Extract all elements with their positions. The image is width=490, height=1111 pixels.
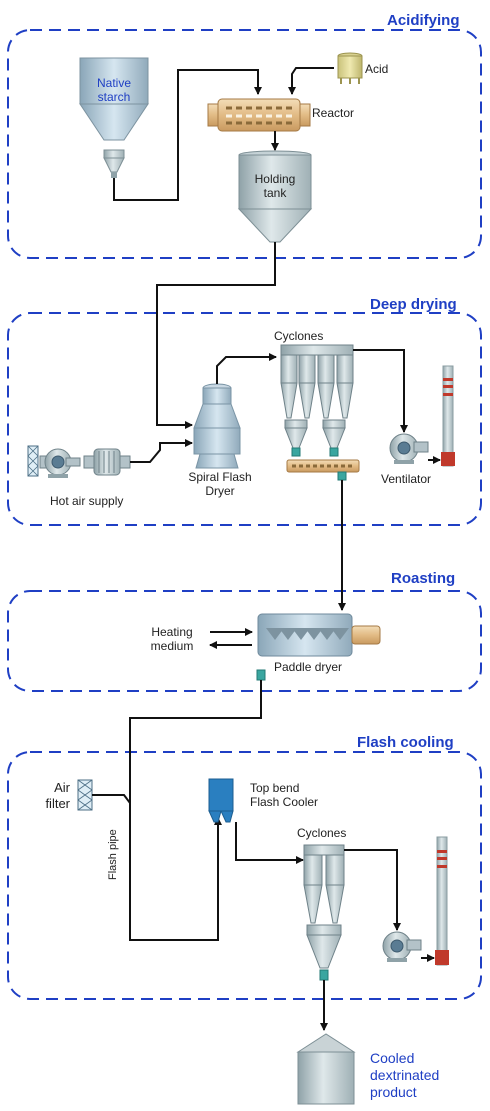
top-bend-flash-cooler xyxy=(208,778,234,823)
deep-drying-frame xyxy=(7,312,482,526)
holding-tank-label-line2: tank xyxy=(263,186,287,200)
heating-medium-label-line2: medium xyxy=(150,639,194,653)
pipe-cyclones-to-fan xyxy=(344,849,401,931)
native-starch-label-line2: starch xyxy=(97,90,131,104)
top-bend-flash-cooler-label-line1: Top bend xyxy=(250,781,300,795)
native-starch-silo xyxy=(79,57,149,178)
flash-pipe-label: Flash pipe xyxy=(107,829,119,880)
chimney-flash-cooling xyxy=(435,836,449,966)
heating-medium-label-line1: Heating xyxy=(151,625,193,639)
air-filter xyxy=(77,779,93,811)
pipe-cooler-to-cyclones xyxy=(235,822,304,864)
hot-air-heater xyxy=(83,448,131,476)
pipe-starch-to-reactor xyxy=(113,69,262,201)
paddle-dryer-label: Paddle dryer xyxy=(274,660,343,674)
reactor-label: Reactor xyxy=(312,106,355,120)
product-silo xyxy=(296,1033,356,1105)
exhaust-fan xyxy=(382,931,422,962)
acid-tank xyxy=(337,52,363,84)
chimney-deep-drying xyxy=(441,365,455,467)
cyclones-deep-drying xyxy=(280,344,354,457)
spiral-flash-dryer xyxy=(193,383,241,469)
native-starch-label-line1: Native xyxy=(96,76,131,90)
pipe-hot-air-to-dryer xyxy=(130,439,193,463)
ventilator-label: Ventilator xyxy=(381,472,432,486)
cyclones-label-flash-cooling: Cyclones xyxy=(297,826,347,840)
air-filter-label-line1: Air xyxy=(54,780,70,795)
cooled-product-label: Cooled dextrinated product xyxy=(370,1050,439,1101)
reactor xyxy=(207,98,311,132)
hot-air-blower xyxy=(39,448,81,478)
spiral-flash-dryer-label: Spiral Flash Dryer xyxy=(182,470,258,498)
holding-tank-label-line1: Holding xyxy=(254,172,296,186)
pipe-dryer-to-cyclones xyxy=(216,353,277,384)
pipe-holding-to-dryer xyxy=(156,242,276,429)
section-title-acidifying: Acidifying xyxy=(387,12,460,29)
section-title-flash-cooling: Flash cooling xyxy=(357,734,454,751)
screw-conveyor xyxy=(286,459,360,481)
roasting-frame xyxy=(7,590,482,692)
flash-cooling-frame xyxy=(7,751,482,1000)
spiral-flash-dryer-label-line2: Dryer xyxy=(205,484,235,498)
ventilator xyxy=(389,433,429,464)
air-filter-label: Air filter xyxy=(38,780,70,812)
acid-label: Acid xyxy=(365,62,389,76)
holding-tank-label: Holding tank xyxy=(248,172,302,200)
cyclones-flash-cooling xyxy=(303,844,345,981)
section-title-deep-drying: Deep drying xyxy=(370,296,457,313)
cooled-product-label-line2: dextrinated xyxy=(370,1067,440,1083)
native-starch-label: Native starch xyxy=(92,76,136,104)
holding-tank xyxy=(237,150,313,243)
paddle-dryer xyxy=(256,613,381,681)
pipe-air-filter xyxy=(92,794,131,812)
pipe-paddle-to-flash-pipe xyxy=(129,680,262,941)
heating-medium-label: Heating medium xyxy=(146,625,198,653)
cooled-product-label-line1: Cooled xyxy=(370,1050,415,1066)
top-bend-flash-cooler-label: Top bend Flash Cooler xyxy=(250,781,318,809)
acidifying-frame xyxy=(7,29,482,259)
pipe-cyclones-to-ventilator xyxy=(353,349,408,433)
hot-air-filter xyxy=(27,445,39,477)
air-filter-label-line2: filter xyxy=(45,796,70,811)
pipe-acid-to-reactor xyxy=(288,67,334,95)
hot-air-supply-label: Hot air supply xyxy=(50,494,124,508)
top-bend-flash-cooler-label-line2: Flash Cooler xyxy=(250,795,319,809)
cooled-product-label-line3: product xyxy=(370,1084,417,1100)
spiral-flash-dryer-label-line1: Spiral Flash xyxy=(188,470,252,484)
cyclones-label-deep-drying: Cyclones xyxy=(274,329,324,343)
section-title-roasting: Roasting xyxy=(391,570,456,587)
